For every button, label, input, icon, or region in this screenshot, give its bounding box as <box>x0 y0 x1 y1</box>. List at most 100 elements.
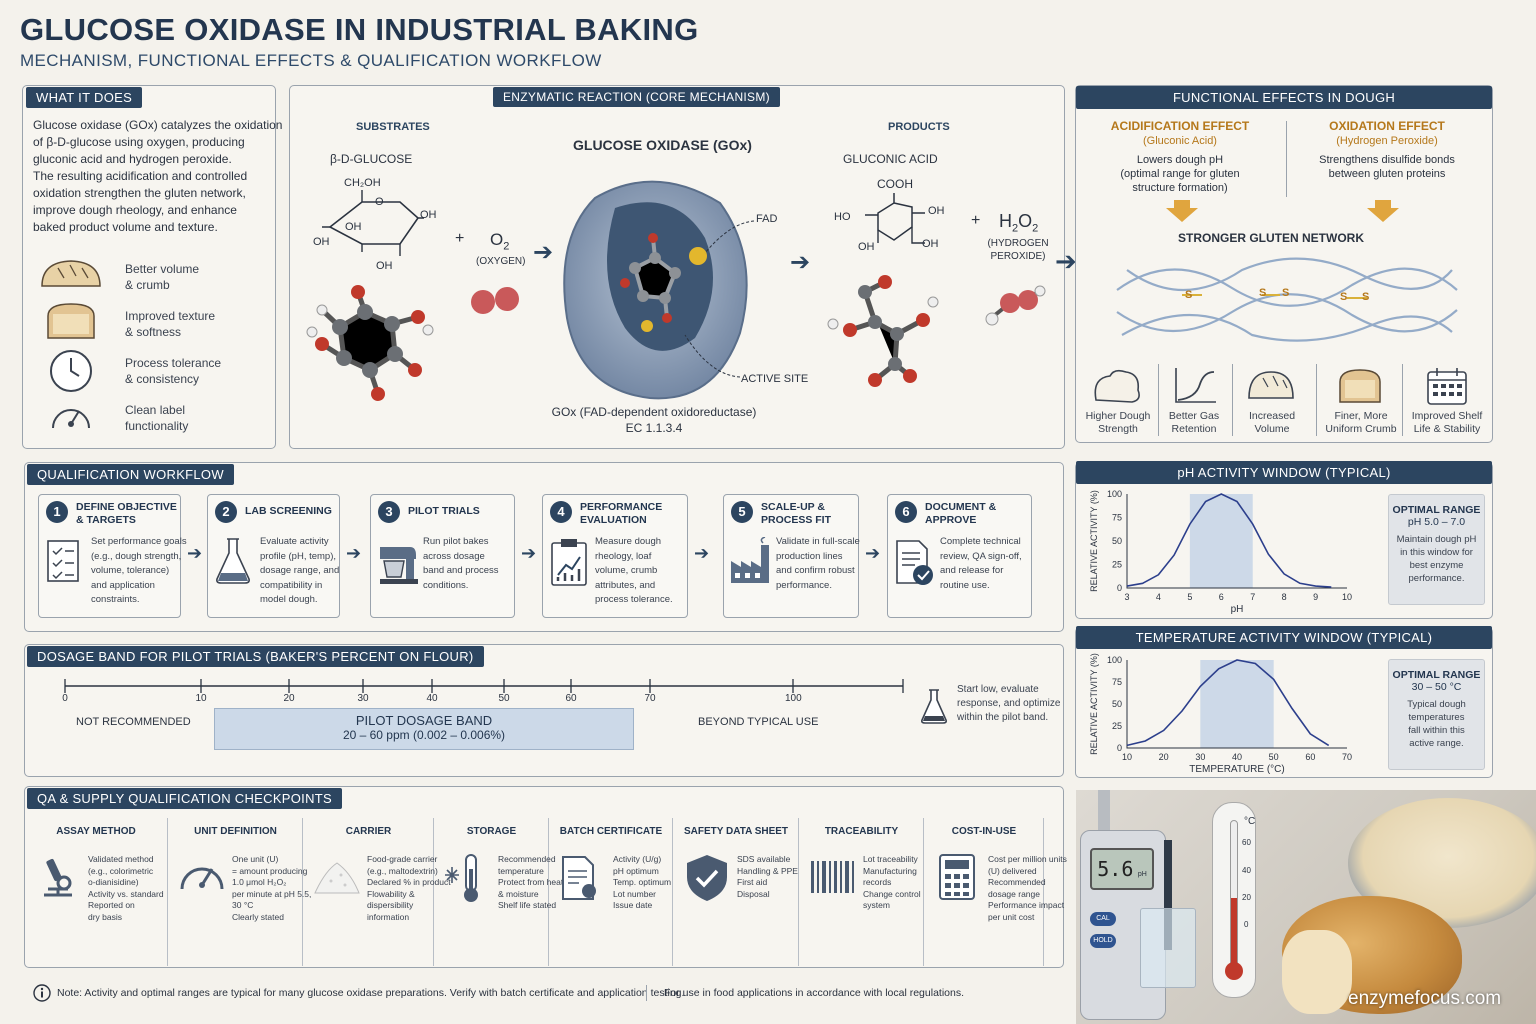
y-tick-label: 100 <box>1107 655 1122 665</box>
bread-slice-icon <box>47 303 95 339</box>
x-tick-label: 10 <box>1342 592 1352 602</box>
bread-crumb-photo <box>1282 930 1352 1014</box>
chart-axes <box>1126 494 1347 589</box>
barcode-icon <box>811 861 854 893</box>
clipboard-chart-icon <box>551 539 587 586</box>
microscope-icon <box>44 858 72 897</box>
products-label: PRODUCTS <box>888 121 950 133</box>
glucose-structure <box>322 190 424 256</box>
therm-tick-0: 0 <box>1244 920 1249 929</box>
page-title: GLUCOSE OXIDASE IN INDUSTRIAL BAKING <box>20 12 699 47</box>
step-title: SCALE-UP &PROCESS FIT <box>761 501 832 526</box>
page-subtitle: MECHANISM, FUNCTIONAL EFFECTS & QUALIFIC… <box>20 51 602 70</box>
step-number: 2 <box>215 501 237 523</box>
h2o2-molecule-model <box>985 285 1046 326</box>
qa-column-title: UNIT DEFINITION <box>194 826 277 837</box>
x-tick-label: 6 <box>1219 592 1224 602</box>
chart-axes <box>1126 660 1347 749</box>
x-tick-label: 3 <box>1124 592 1129 602</box>
not-recommended-label: NOT RECOMMENDED <box>76 716 191 728</box>
gluconic-cooh: COOH <box>877 177 913 191</box>
acid-effect-desc: Lowers dough pH(optimal range for gluten… <box>1120 154 1240 194</box>
glucose-oh1: OH <box>420 209 437 221</box>
qa-column <box>434 818 549 966</box>
optimal-band <box>1189 494 1253 588</box>
disulfide-s-1: S <box>1185 289 1193 301</box>
step-description: Set performance goals(e.g., dough streng… <box>91 536 187 605</box>
mixer-icon <box>380 547 418 584</box>
y-tick-label: 50 <box>1112 699 1122 709</box>
therm-unit: °C <box>1244 816 1256 827</box>
info-icon <box>33 984 51 1002</box>
ph-optimal-range: pH 5.0 – 7.0 <box>1407 516 1466 528</box>
flask-small-icon <box>921 689 947 724</box>
powder-pile-icon <box>314 862 360 894</box>
qa-column <box>549 818 673 966</box>
x-tick-label: 30 <box>1195 752 1205 762</box>
optimal-band <box>1200 660 1274 748</box>
active-site-label: ACTIVE SITE <box>741 373 809 385</box>
workflow-arrow: ➔ <box>521 543 537 563</box>
gluconic-oh1: OH <box>928 205 945 217</box>
gluconic-label: GLUCONIC ACID <box>843 152 938 166</box>
gluten-network-illustration <box>1116 257 1458 342</box>
qa-column <box>303 818 434 966</box>
footer-note: Note: Activity and optimal ranges are ty… <box>57 987 685 999</box>
x-tick-label: 50 <box>1269 752 1279 762</box>
qa-column <box>24 818 168 966</box>
y-tick-label: 0 <box>1117 583 1122 593</box>
x-axis-label: pH <box>1231 604 1244 615</box>
pilot-band-title: PILOT DOSAGE BAND <box>355 713 493 728</box>
effects-divider <box>1286 121 1287 197</box>
ph-meter-screen: 5.6 pH <box>1090 848 1154 890</box>
qa-header: QA & SUPPLY QUALIFICATION CHECKPOINTS <box>27 788 342 809</box>
glucose-oh4: OH <box>376 260 393 272</box>
gluconic-molecule-model <box>827 275 939 387</box>
dosage-tick-label: 10 <box>195 693 207 704</box>
y-tick-label: 75 <box>1112 677 1122 687</box>
qa-column-title: SAFETY DATA SHEET <box>683 826 789 837</box>
thermometer-mercury <box>1231 898 1237 970</box>
dough-icon <box>1094 369 1140 403</box>
qa-column <box>168 818 303 966</box>
y-tick-label: 0 <box>1117 743 1122 753</box>
step-number: 1 <box>46 501 68 523</box>
dosage-tick-label: 70 <box>644 693 656 704</box>
temp-chart-header: TEMPERATURE ACTIVITY WINDOW (TYPICAL) <box>1076 626 1492 649</box>
step-title: LAB SCREENING <box>245 505 332 517</box>
x-tick-label: 9 <box>1313 592 1318 602</box>
electrode <box>1164 840 1172 950</box>
certificate-icon <box>562 856 596 900</box>
x-tick-label: 10 <box>1122 752 1132 762</box>
qa-column-title: TRACEABILITY <box>824 826 899 837</box>
enzyme-structure <box>563 180 748 400</box>
x-axis-label: TEMPERATURE (°C) <box>1189 764 1284 775</box>
bread-loaf-icon <box>41 260 101 287</box>
glucose-ch2oh: CH₂OH <box>344 177 381 189</box>
y-axis-label: RELATIVE ACTIVITY (%) <box>1089 490 1099 592</box>
y-tick-label: 25 <box>1112 560 1122 570</box>
glucose-label: β-D-GLUCOSE <box>330 152 413 166</box>
temp-optimal-title: OPTIMAL RANGE <box>1392 669 1481 681</box>
reaction-arrow-3: ➔ <box>1055 246 1077 276</box>
cal-button: CAL <box>1090 912 1116 926</box>
effects-sep-3 <box>1316 364 1317 436</box>
qa-column-title: STORAGE <box>466 826 517 837</box>
gluconic-oh2: OH <box>858 241 875 253</box>
water-beaker <box>1140 908 1196 988</box>
shield-check-icon <box>687 855 727 901</box>
hold-button: HOLD <box>1090 934 1116 948</box>
